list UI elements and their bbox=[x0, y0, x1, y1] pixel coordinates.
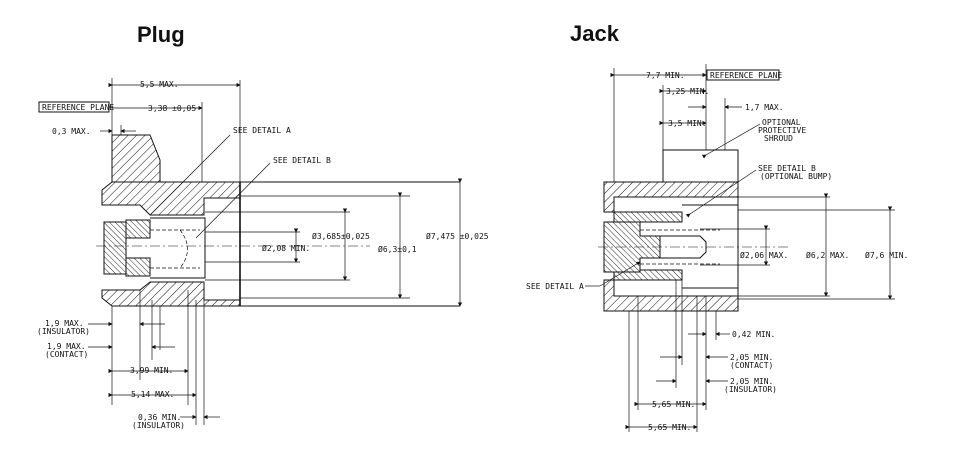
jack-dim-17: 1,7 MAX. bbox=[745, 103, 784, 112]
plug-dim-19-contact-2: (CONTACT) bbox=[45, 350, 88, 359]
plug-drawing: Plug REFERENCE PLANE 5,5 MAX. 3,38 ±0,05… bbox=[37, 22, 489, 430]
plug-dia-7475: Ø7,475 ±0,025 bbox=[426, 231, 489, 241]
jack-dim-205-insulator-2: (INSULATOR) bbox=[724, 385, 777, 394]
jack-dim-565b: 5,65 MIN. bbox=[648, 423, 691, 432]
plug-dim-19-insulator-2: (INSULATOR) bbox=[37, 327, 90, 336]
plug-dim-03: 0,3 MAX. bbox=[52, 127, 91, 136]
jack-dim-205-insulator-1: 2,05 MIN. bbox=[730, 377, 773, 386]
jack-shroud-label-1: OPTIONAL bbox=[762, 118, 801, 127]
jack-drawing: Jack REFERENCE PLANE 7,7 MIN. 3,25 MIN. … bbox=[526, 21, 908, 432]
plug-dim-399: 3,99 MIN. bbox=[130, 366, 173, 375]
jack-dim-042: 0,42 MIN. bbox=[732, 330, 775, 339]
jack-dim-35: 3,5 MIN. bbox=[668, 119, 707, 128]
jack-detail-b-label-2: (OPTIONAL BUMP) bbox=[760, 172, 832, 181]
jack-dim-325: 3,25 MIN. bbox=[666, 87, 709, 96]
plug-dim-514: 5,14 MAX. bbox=[131, 390, 174, 399]
plug-title: Plug bbox=[137, 22, 185, 47]
jack-detail-a-label: SEE DETAIL A bbox=[526, 282, 584, 291]
jack-dim-205-contact-1: 2,05 MIN. bbox=[730, 353, 773, 362]
jack-shroud-label-2: PROTECTIVE bbox=[758, 126, 806, 135]
plug-dim-036-1: 0,36 MIN. bbox=[138, 413, 181, 422]
plug-dia-3685: Ø3,685±0,025 bbox=[312, 231, 370, 241]
plug-detail-a-label: SEE DETAIL A bbox=[233, 126, 291, 135]
jack-reference-plane-label: REFERENCE PLANE bbox=[710, 71, 782, 80]
plug-dim-338: 3,38 ±0,05 bbox=[148, 104, 196, 113]
plug-dim-19-insulator-1: 1,9 MAX. bbox=[45, 319, 84, 328]
jack-detail-b-label-1: SEE DETAIL B bbox=[758, 164, 816, 173]
plug-dia-208: Ø2,08 MIN. bbox=[262, 243, 310, 253]
jack-title: Jack bbox=[570, 21, 620, 46]
plug-reference-plane-label: REFERENCE PLANE bbox=[42, 103, 114, 112]
plug-dim-55: 5,5 MAX. bbox=[140, 80, 179, 89]
plug-detail-b-label: SEE DETAIL B bbox=[273, 156, 331, 165]
jack-dim-205-contact-2: (CONTACT) bbox=[730, 361, 773, 370]
jack-dia-206: Ø2,06 MAX. bbox=[740, 250, 788, 260]
jack-reference-plane-box bbox=[706, 69, 780, 81]
jack-dia-76: Ø7,6 MIN. bbox=[865, 250, 908, 260]
jack-shroud-label-3: SHROUD bbox=[764, 134, 793, 143]
jack-dim-77: 7,7 MIN. bbox=[646, 71, 685, 80]
plug-dim-19-contact-1: 1,9 MAX. bbox=[47, 342, 86, 351]
jack-dia-62: Ø6,2 MAX. bbox=[806, 250, 849, 260]
jack-dim-565a: 5,65 MIN. bbox=[652, 400, 695, 409]
plug-dim-036-2: (INSULATOR) bbox=[132, 421, 185, 430]
plug-dia-63: Ø6,3±0,1 bbox=[378, 244, 417, 254]
